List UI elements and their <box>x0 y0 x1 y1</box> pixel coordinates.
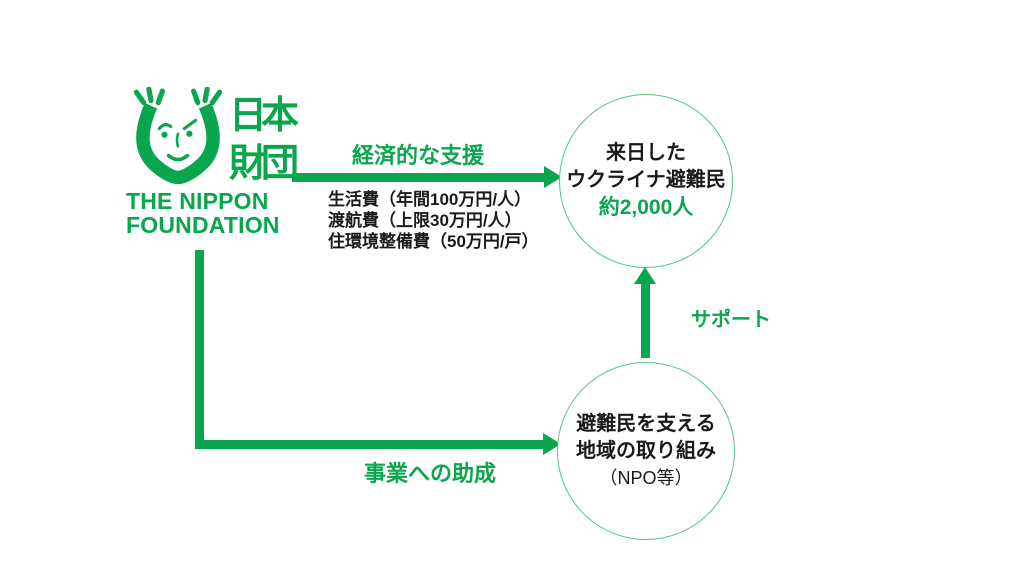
support-arrow-line <box>641 283 650 358</box>
detail-living-costs: 生活費（年間100万円/人） <box>328 190 532 209</box>
grant-connector-vertical-line <box>195 250 204 449</box>
logo-kanji: 日本 財団 <box>229 92 299 188</box>
logo-kanji-line2: 財団 <box>229 143 299 185</box>
support-arrowhead-icon <box>634 267 656 284</box>
economic-support-arrow-line <box>292 173 544 182</box>
detail-housing-costs: 住環境整備費（50万円/戸） <box>328 232 539 251</box>
grant-label: 事業への助成 <box>363 461 496 486</box>
economic-support-details: 生活費（年間100万円/人） 渡航費（上限30万円/人） 住環境整備費（50万円… <box>328 189 539 252</box>
nippon-foundation-mark-icon <box>126 86 230 191</box>
community-line3: （NPO等） <box>599 468 693 488</box>
logo-kanji-line1: 日本 <box>229 95 299 137</box>
logo-wordmark: THE NIPPON FOUNDATION <box>126 189 286 237</box>
refugees-count: 約2,000人 <box>598 196 694 219</box>
detail-travel-costs: 渡航費（上限30万円/人） <box>328 211 522 230</box>
support-label: サポート <box>691 309 771 331</box>
economic-support-label: 経済的な支援 <box>351 143 484 168</box>
grant-arrowhead-icon <box>543 433 561 455</box>
community-node: 避難民を支える 地域の取り組み （NPO等） <box>557 362 735 540</box>
grant-connector-horizontal-line <box>195 440 543 449</box>
economic-support-arrowhead-icon <box>544 166 562 188</box>
community-line1: 避難民を支える <box>576 413 716 435</box>
logo-wordmark-line1: THE NIPPON <box>126 188 269 214</box>
refugees-line2: ウクライナ避難民 <box>566 169 726 191</box>
refugees-node: 来日した ウクライナ避難民 約2,000人 <box>559 94 733 268</box>
logo-wordmark-line2: FOUNDATION <box>126 212 280 238</box>
refugees-line1: 来日した <box>606 142 686 164</box>
community-line2: 地域の取り組み <box>576 440 716 462</box>
